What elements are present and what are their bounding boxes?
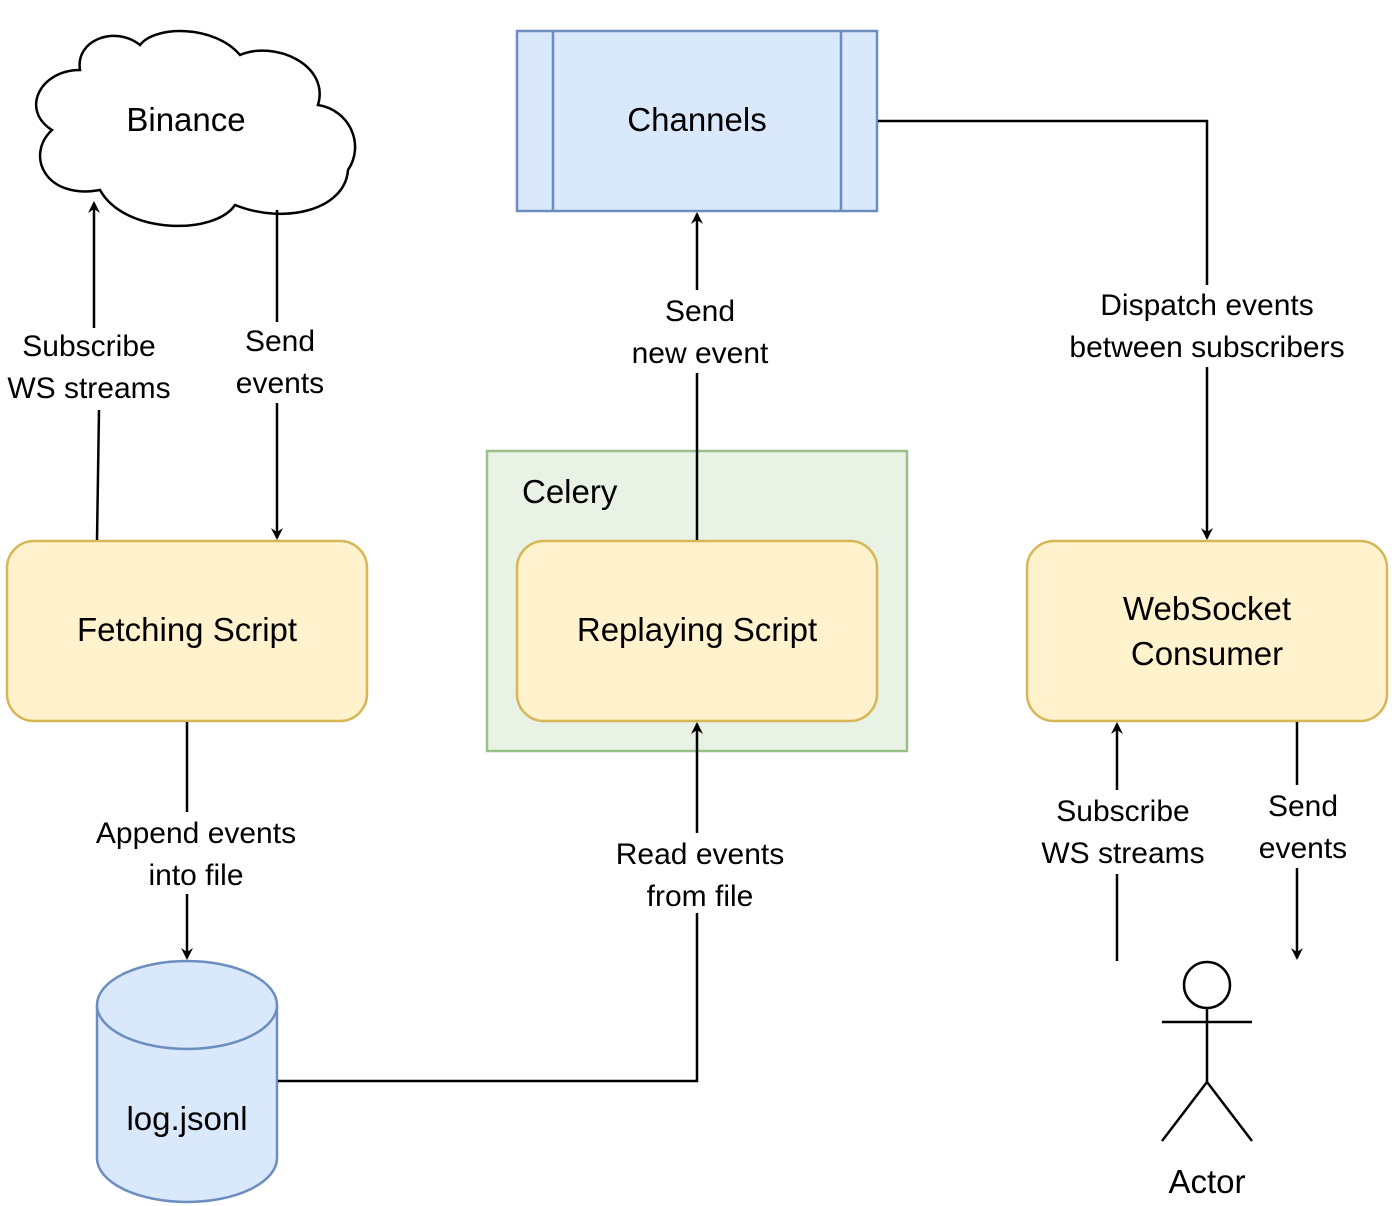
- actor-label: Actor: [1168, 1163, 1245, 1200]
- edge-label-consumer-send: Send events: [1259, 790, 1347, 865]
- channels-queue: Channels: [515, 29, 879, 213]
- edge-label-replay-send-line2: new event: [632, 337, 769, 370]
- edge-log-read-lower: [278, 913, 699, 1083]
- edge-label-fetch-append-line2: into file: [148, 859, 243, 892]
- edge-fetch-subscribe-lower: [95, 409, 101, 541]
- edge-label-actor-subscribe-line1: Subscribe: [1056, 795, 1189, 828]
- edge-label-fetch-subscribe-line1: Subscribe: [22, 330, 155, 363]
- edge-label-fetch-subscribe-line2: WS streams: [7, 372, 170, 405]
- edge-label-channels-dispatch-line2: between subscribers: [1069, 331, 1344, 364]
- edge-label-binance-send-line1: Send: [245, 325, 315, 358]
- edge-label-log-read: Read events from file: [616, 838, 784, 913]
- edge-channels-dispatch-upper: [878, 119, 1209, 285]
- binance-cloud: Binance: [34, 29, 357, 228]
- log-file-cylinder: log.jsonl: [95, 959, 279, 1204]
- websocket-consumer-box: WebSocket Consumer: [1025, 539, 1389, 723]
- edge-label-actor-subscribe: Subscribe WS streams: [1041, 795, 1204, 870]
- edge-label-consumer-send-line2: events: [1259, 832, 1347, 865]
- edge-label-actor-subscribe-line2: WS streams: [1041, 837, 1204, 870]
- replaying-script-box: Replaying Script: [515, 539, 879, 723]
- edge-label-log-read-line2: from file: [647, 880, 754, 913]
- edge-label-consumer-send-line1: Send: [1268, 790, 1338, 823]
- edge-label-channels-dispatch: Dispatch events between subscribers: [1069, 289, 1344, 364]
- edge-label-replay-send: Send new event: [632, 295, 769, 370]
- channels-label: Channels: [627, 101, 766, 138]
- binance-label: Binance: [126, 101, 245, 138]
- celery-label: Celery: [522, 473, 618, 510]
- replaying-script-label: Replaying Script: [577, 611, 817, 648]
- fetching-script-box: Fetching Script: [5, 539, 369, 723]
- edge-label-binance-send: Send events: [236, 325, 324, 400]
- websocket-consumer-label-line2: Consumer: [1131, 635, 1283, 672]
- edge-label-log-read-line1: Read events: [616, 838, 784, 871]
- edge-label-fetch-append-line1: Append events: [96, 817, 296, 850]
- log-file-label: log.jsonl: [126, 1100, 247, 1137]
- actor-figure: Actor: [1161, 960, 1253, 1200]
- edge-label-channels-dispatch-line1: Dispatch events: [1100, 289, 1313, 322]
- edge-label-replay-send-line1: Send: [665, 295, 735, 328]
- edge-label-fetch-append: Append events into file: [96, 817, 296, 892]
- edge-label-binance-send-line2: events: [236, 367, 324, 400]
- edge-label-fetch-subscribe: Subscribe WS streams: [7, 330, 170, 405]
- websocket-consumer-label-line1: WebSocket: [1123, 590, 1291, 627]
- fetching-script-label: Fetching Script: [77, 611, 297, 648]
